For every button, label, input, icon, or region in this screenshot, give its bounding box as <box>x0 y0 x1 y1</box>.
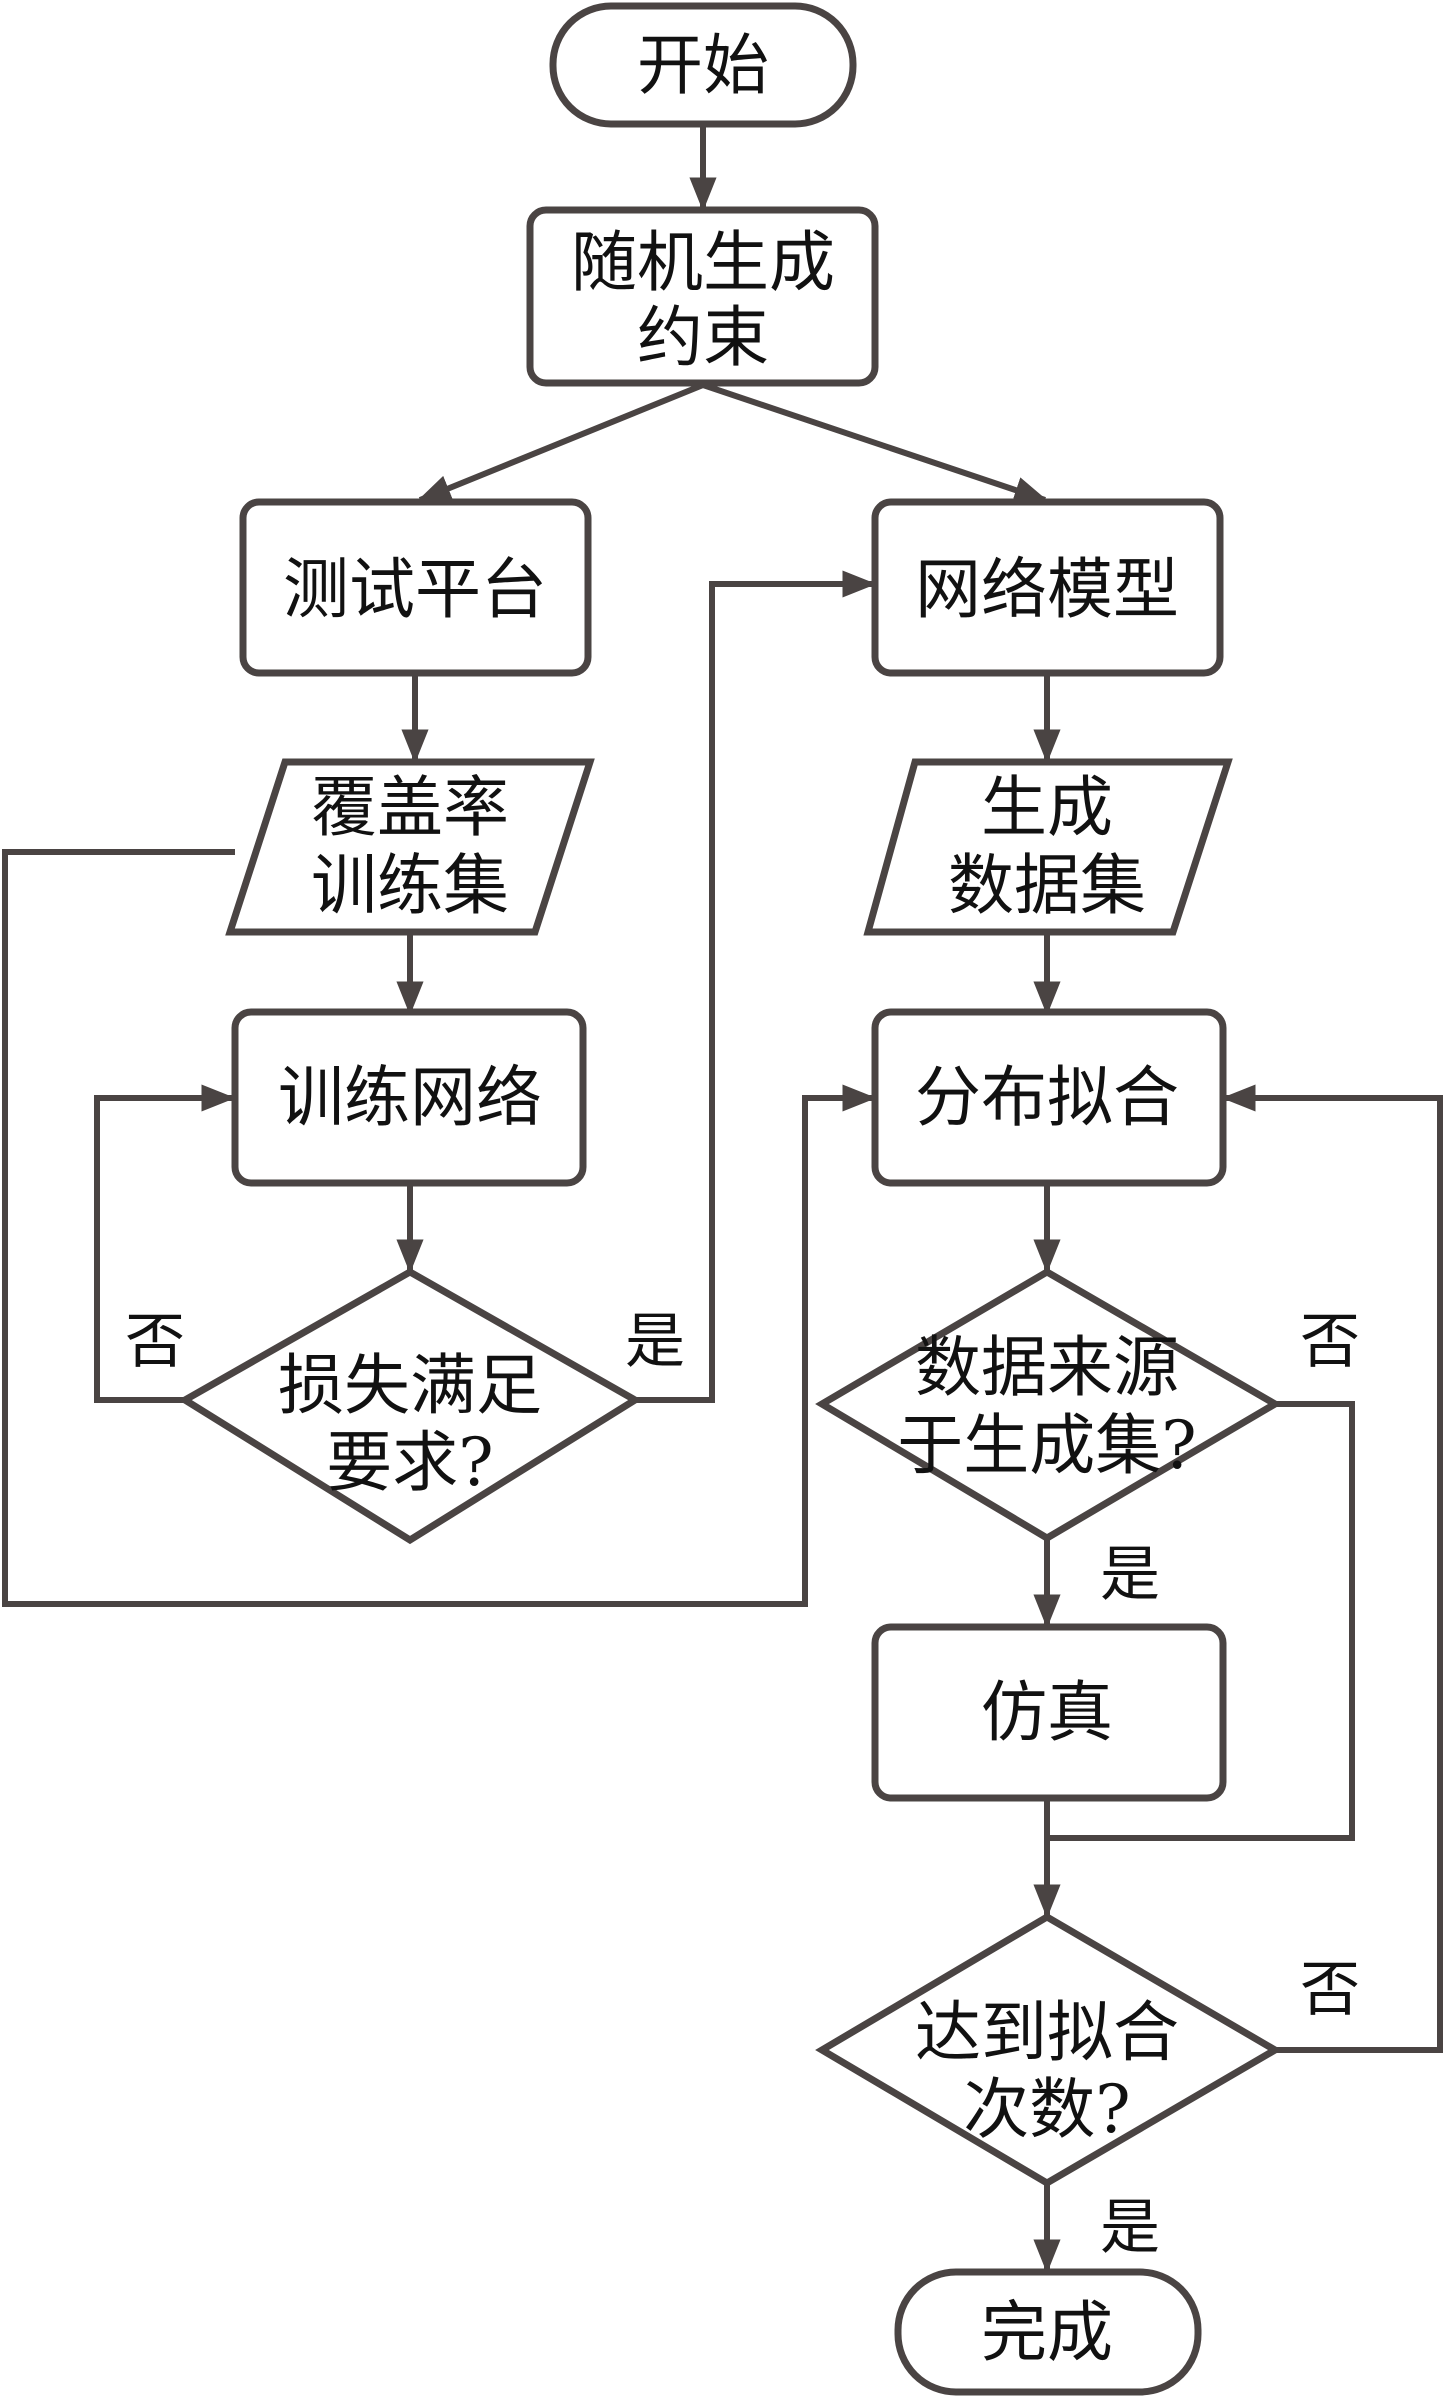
random-constraints-box <box>526 206 879 387</box>
network-model-label: 网络模型 <box>915 551 1179 628</box>
source-yes-label: 是 <box>1100 1540 1160 1610</box>
test-platform-label: 测试平台 <box>283 551 547 628</box>
test-platform-box <box>239 498 592 677</box>
loss-label-2: 要求? <box>326 1424 493 1501</box>
edge-random-to-test <box>416 382 705 503</box>
simulation-label: 仿真 <box>981 1674 1113 1751</box>
dataset-label-2: 数据集 <box>948 847 1146 924</box>
count-yes-label: 是 <box>1100 2193 1160 2263</box>
edge-loss-no-loop <box>94 1084 236 1403</box>
done-terminal <box>894 2268 1202 2396</box>
connectors <box>2 125 1443 2274</box>
distribution-fit-box <box>871 1008 1227 1187</box>
loss-yes-label: 是 <box>625 1307 685 1377</box>
count-label-1: 达到拟合 <box>915 1994 1179 2071</box>
fit-count-decision <box>815 1912 1282 2188</box>
train-network-label: 训练网络 <box>278 1059 542 1136</box>
loss-no-label: 否 <box>125 1307 185 1377</box>
edge-loss-yes-to-model <box>635 570 877 1403</box>
random-constraints-label-1: 随机生成 <box>571 224 835 301</box>
source-decision <box>815 1267 1282 1543</box>
random-constraints-label-2: 约束 <box>637 299 769 376</box>
edge-coverage-to-fit <box>2 849 877 1607</box>
start-label: 开始 <box>637 27 769 104</box>
count-no-label: 否 <box>1300 1955 1360 2025</box>
edge-random-to-model <box>702 382 1049 504</box>
source-label-1: 数据来源 <box>915 1329 1179 1406</box>
distribution-fit-label: 分布拟合 <box>915 1059 1179 1136</box>
coverage-label-2: 训练集 <box>311 847 509 924</box>
network-model-box <box>871 498 1224 677</box>
coverage-label-1: 覆盖率 <box>311 769 509 846</box>
done-label: 完成 <box>981 2294 1113 2371</box>
edge-count-no-loop <box>1221 1084 1443 2053</box>
count-label-2: 次数? <box>963 2071 1130 2148</box>
source-label-2: 于生成集? <box>897 1407 1196 1484</box>
start-terminal <box>549 2 857 128</box>
loss-label-1: 损失满足 <box>278 1347 542 1424</box>
loss-decision <box>178 1267 642 1545</box>
train-network-box <box>231 1008 587 1187</box>
generated-dataset-io <box>863 758 1233 936</box>
dataset-label-1: 生成 <box>981 769 1113 846</box>
source-no-label: 否 <box>1300 1307 1360 1377</box>
edge-source-no-to-count <box>1047 1401 1355 1841</box>
simulation-box <box>871 1623 1227 1802</box>
coverage-training-set-io <box>225 758 595 936</box>
